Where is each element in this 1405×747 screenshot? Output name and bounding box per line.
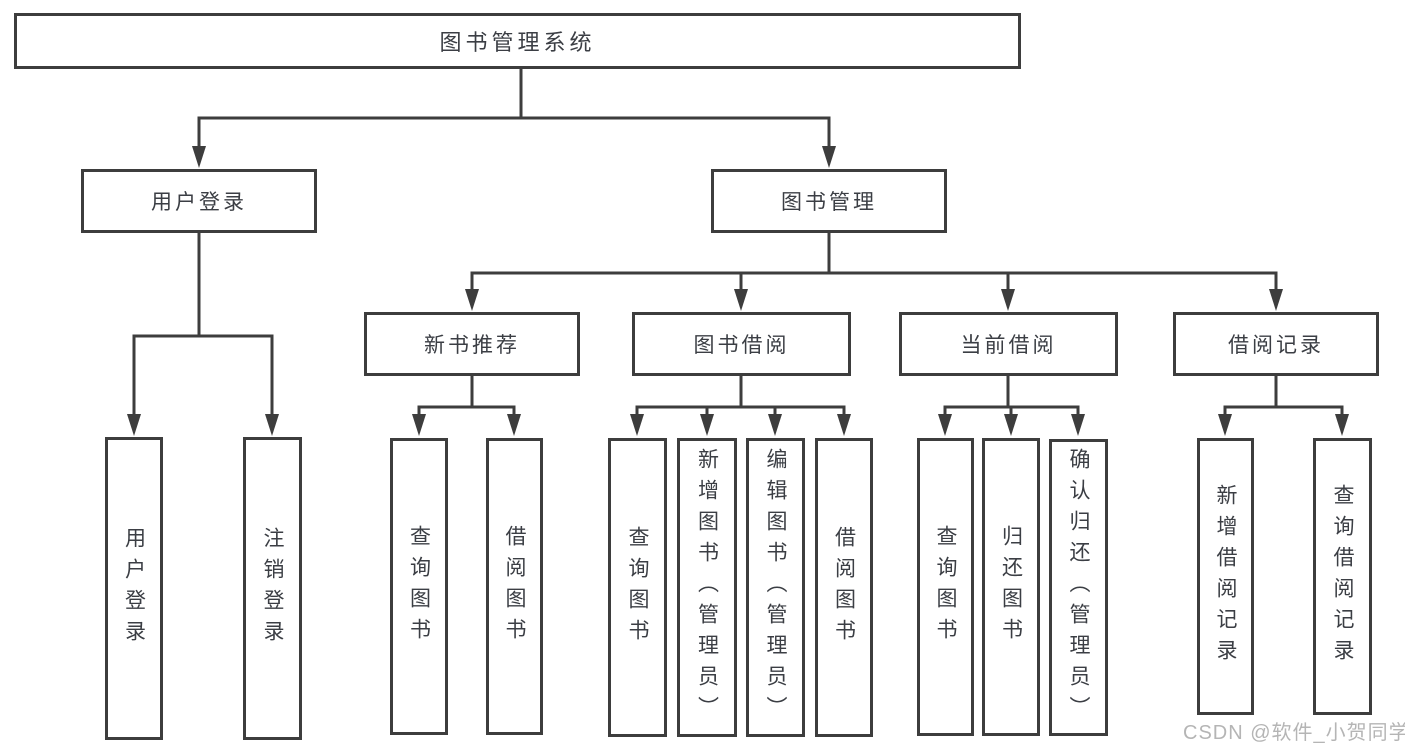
leaf-add-borrow-record: 新增借阅记录 — [1197, 438, 1254, 715]
node-book-borrowing: 图书借阅 — [632, 312, 851, 376]
leaf-logout: 注销登录 — [243, 437, 302, 740]
leaf-return-books: 归还图书 — [982, 438, 1040, 736]
node-label: 确认归还（管理员） — [1067, 448, 1090, 727]
node-label: 用户登录 — [122, 526, 146, 651]
leaf-add-books-admin: 新增图书（管理员） — [677, 438, 737, 737]
leaf-query-books-current: 查询图书 — [917, 438, 974, 736]
leaf-query-borrow-record: 查询借阅记录 — [1313, 438, 1372, 715]
node-current-borrowing: 当前借阅 — [899, 312, 1118, 376]
leaf-query-books-recommend: 查询图书 — [390, 438, 448, 735]
node-label: 用户登录 — [151, 191, 247, 214]
node-label: 当前借阅 — [960, 334, 1057, 357]
leaf-edit-books-admin: 编辑图书（管理员） — [746, 438, 805, 737]
arrow-down-icons — [127, 146, 1349, 436]
node-user-login: 用户登录 — [81, 169, 317, 233]
node-label: 新增借阅记录 — [1214, 483, 1237, 670]
node-new-book-recommendation: 新书推荐 — [364, 312, 580, 376]
node-label: 图书借阅 — [693, 334, 790, 357]
node-label: 新增图书（管理员） — [695, 448, 719, 727]
node-label: 借阅图书 — [503, 524, 526, 649]
leaf-borrow-books-recommend: 借阅图书 — [486, 438, 543, 735]
node-label: 新书推荐 — [424, 334, 520, 357]
node-borrowing-records: 借阅记录 — [1173, 312, 1379, 376]
node-label: 查询图书 — [626, 525, 649, 650]
csdn-watermark: CSDN @软件_小贺同学 — [1183, 722, 1405, 744]
leaf-user-login: 用户登录 — [105, 437, 163, 740]
node-label: 归还图书 — [999, 525, 1023, 649]
node-label: 借阅记录 — [1228, 334, 1324, 357]
leaf-confirm-return-admin: 确认归还（管理员） — [1049, 439, 1108, 736]
node-label: 图书管理 — [781, 191, 877, 214]
node-label: 编辑图书（管理员） — [764, 448, 787, 727]
leaf-borrow-books: 借阅图书 — [815, 438, 873, 737]
node-label: 查询图书 — [407, 524, 431, 649]
node-label: 查询图书 — [934, 525, 957, 649]
node-book-management: 图书管理 — [711, 169, 947, 233]
node-label: 注销登录 — [261, 526, 284, 651]
node-label: 图书管理系统 — [439, 30, 596, 55]
node-label: 借阅图书 — [832, 525, 856, 650]
leaf-query-books-borrowing: 查询图书 — [608, 438, 667, 737]
node-library-management-system: 图书管理系统 — [14, 13, 1021, 69]
node-label: 查询借阅记录 — [1331, 483, 1354, 670]
